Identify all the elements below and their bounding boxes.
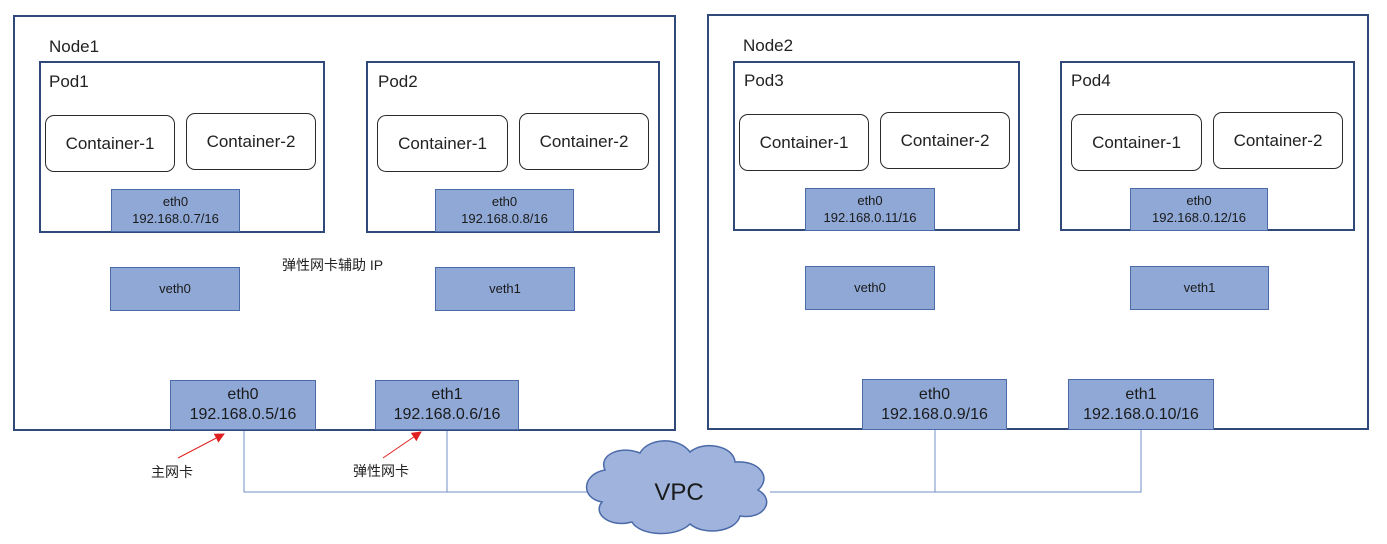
pod2-title: Pod2	[378, 72, 418, 91]
veth-label: veth0	[854, 279, 886, 295]
annotation-primary-nic: 主网卡	[151, 464, 193, 480]
pod4-eth0[interactable]: eth0 192.168.0.12/16	[1130, 188, 1268, 231]
pod1-container-2[interactable]: Container-2	[186, 113, 316, 170]
nic-name: eth0	[491, 194, 518, 210]
nic-ip: 192.168.0.9/16	[881, 405, 988, 423]
nic-ip: 192.168.0.5/16	[189, 406, 297, 423]
node2-title: Node2	[743, 36, 794, 55]
pod3-eth0[interactable]: eth0 192.168.0.11/16	[805, 188, 935, 231]
pod1-container-1[interactable]: Container-1	[45, 115, 175, 172]
pod2-eth0[interactable]: eth0 192.168.0.8/16	[435, 189, 574, 232]
node1-veth0[interactable]: veth0	[110, 267, 240, 311]
pod2-container-2[interactable]: Container-2	[519, 113, 649, 170]
node1-veth1[interactable]: veth1	[435, 267, 575, 311]
bus-node1	[243, 430, 590, 493]
pod4-title: Pod4	[1071, 71, 1111, 90]
nic-name: eth0	[162, 194, 189, 210]
node1-eth1[interactable]: eth1 192.168.0.6/16	[375, 380, 519, 430]
pod1-title: Pod1	[49, 72, 89, 91]
vpc-cloud-icon	[585, 440, 768, 535]
pod1-eth0[interactable]: eth0 192.168.0.7/16	[111, 189, 240, 232]
pod3-container-1[interactable]: Container-1	[739, 114, 869, 171]
bus-node2	[770, 430, 1142, 493]
node2-veth1[interactable]: veth1	[1130, 266, 1269, 310]
pod4-container-2[interactable]: Container-2	[1213, 112, 1343, 169]
annotation-secondary-ip: 弹性网卡辅助 IP	[282, 257, 384, 273]
pod3-container-2[interactable]: Container-2	[880, 112, 1010, 169]
veth-label: veth0	[159, 280, 191, 296]
nic-ip: 192.168.0.8/16	[461, 210, 548, 226]
node1-eth0[interactable]: eth0 192.168.0.5/16	[170, 380, 316, 430]
arrow-to-primary-nic	[177, 433, 225, 459]
pod4-container-1[interactable]: Container-1	[1071, 114, 1202, 171]
pod2-container-1[interactable]: Container-1	[377, 115, 508, 172]
nic-ip: 192.168.0.11/16	[823, 209, 917, 225]
nic-name: eth0	[857, 193, 883, 209]
nic-name: eth1	[431, 386, 463, 403]
veth-label: veth1	[489, 280, 521, 296]
nic-ip: 192.168.0.10/16	[1083, 405, 1199, 423]
nic-name: eth0	[918, 385, 951, 403]
node2-eth0[interactable]: eth0 192.168.0.9/16	[862, 379, 1007, 430]
node2-veth0[interactable]: veth0	[805, 266, 935, 310]
node2-eth1[interactable]: eth1 192.168.0.10/16	[1068, 379, 1214, 430]
nic-ip: 192.168.0.6/16	[393, 406, 501, 423]
vpc-label: VPC	[654, 479, 703, 506]
node1-title: Node1	[49, 37, 100, 56]
pod3-title: Pod3	[744, 71, 784, 90]
annotation-elastic-nic: 弹性网卡	[353, 463, 409, 479]
veth-label: veth1	[1183, 279, 1216, 295]
nic-ip: 192.168.0.12/16	[1152, 209, 1246, 225]
nic-name: eth1	[1125, 385, 1157, 403]
nic-name: eth0	[227, 386, 259, 403]
nic-ip: 192.168.0.7/16	[132, 210, 219, 226]
arrow-to-elastic-nic	[382, 431, 422, 459]
nic-name: eth0	[1186, 193, 1212, 209]
